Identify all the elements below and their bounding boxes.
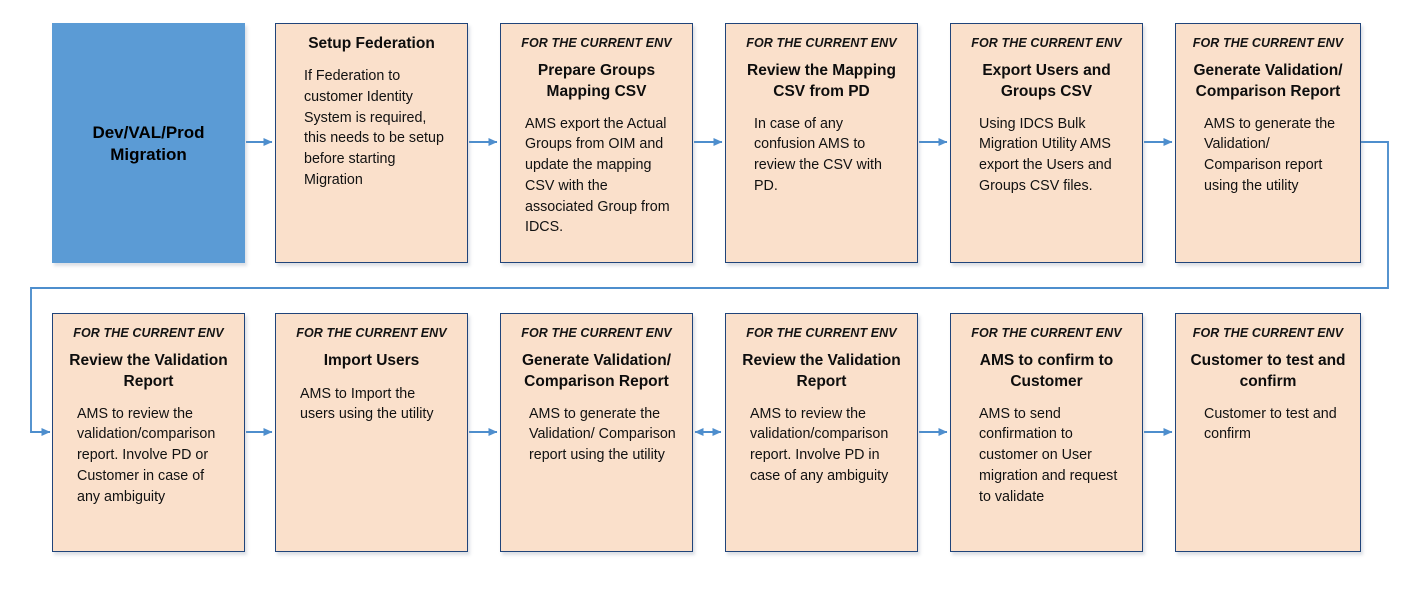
node-title: Review the Validation Report (69, 352, 228, 390)
node-body: AMS to Import the users using the utilit… (300, 385, 434, 423)
env-tag: FOR THE CURRENT ENV (73, 326, 224, 340)
env-tag: FOR THE CURRENT ENV (1192, 326, 1344, 340)
node-prepare-groups-mapping-csv[interactable]: FOR THE CURRENT ENV Prepare Groups Mappi… (500, 23, 693, 263)
node-review-validation-report-1[interactable]: FOR THE CURRENT ENV Review the Validatio… (52, 313, 245, 552)
node-start-dev-val-prod-migration[interactable]: Dev/VAL/Prod Migration (52, 23, 245, 263)
node-title: Generate Validation/ Comparison Report (1193, 62, 1343, 100)
node-body: Customer to test and confirm (1204, 405, 1337, 443)
node-review-mapping-csv-from-pd[interactable]: FOR THE CURRENT ENV Review the Mapping C… (725, 23, 918, 263)
node-ams-to-confirm-to-customer[interactable]: FOR THE CURRENT ENV AMS to confirm to Cu… (950, 313, 1143, 552)
node-body: In case of any confusion AMS to review t… (754, 115, 882, 194)
node-title: Setup Federation (308, 35, 435, 52)
node-body: AMS to send confirmation to customer on … (979, 405, 1118, 505)
node-title: Dev/VAL/Prod Migration (92, 122, 205, 164)
node-body: Using IDCS Bulk Migration Utility AMS ex… (979, 115, 1112, 194)
env-tag: FOR THE CURRENT ENV (521, 36, 672, 50)
node-title: Import Users (323, 352, 420, 370)
node-body: AMS to review the validation/comparison … (77, 405, 216, 505)
env-tag: FOR THE CURRENT ENV (296, 326, 447, 340)
node-title: Prepare Groups Mapping CSV (537, 62, 656, 100)
node-body: If Federation to customer Identity Syste… (304, 68, 444, 188)
node-setup-federation[interactable]: Setup Federation If Federation to custom… (275, 23, 468, 263)
node-body: AMS to generate the Validation/ Comparis… (1204, 115, 1336, 194)
node-title: Generate Validation/ Comparison Report (521, 352, 672, 390)
env-tag: FOR THE CURRENT ENV (746, 326, 897, 340)
node-generate-validation-comparison-report-1[interactable]: FOR THE CURRENT ENV Generate Validation/… (1175, 23, 1361, 263)
node-generate-validation-comparison-report-2[interactable]: FOR THE CURRENT ENV Generate Validation/… (500, 313, 693, 552)
node-body: AMS export the Actual Groups from OIM an… (525, 115, 670, 236)
node-review-validation-report-2[interactable]: FOR THE CURRENT ENV Review the Validatio… (725, 313, 918, 552)
env-tag: FOR THE CURRENT ENV (746, 36, 897, 50)
node-body: AMS to review the validation/comparison … (750, 405, 889, 484)
node-title: Review the Validation Report (742, 352, 901, 390)
env-tag: FOR THE CURRENT ENV (971, 326, 1122, 340)
node-title: Customer to test and confirm (1190, 352, 1346, 390)
node-import-users[interactable]: FOR THE CURRENT ENV Import Users AMS to … (275, 313, 468, 552)
node-title: Export Users and Groups CSV (982, 62, 1111, 100)
node-customer-to-test-and-confirm[interactable]: FOR THE CURRENT ENV Customer to test and… (1175, 313, 1361, 552)
env-tag: FOR THE CURRENT ENV (521, 326, 672, 340)
node-export-users-and-groups-csv[interactable]: FOR THE CURRENT ENV Export Users and Gro… (950, 23, 1143, 263)
env-tag: FOR THE CURRENT ENV (971, 36, 1122, 50)
node-title: Review the Mapping CSV from PD (747, 62, 896, 100)
node-body: AMS to generate the Validation/ Comparis… (529, 405, 676, 464)
env-tag: FOR THE CURRENT ENV (1192, 36, 1344, 50)
node-title: AMS to confirm to Customer (979, 352, 1114, 390)
